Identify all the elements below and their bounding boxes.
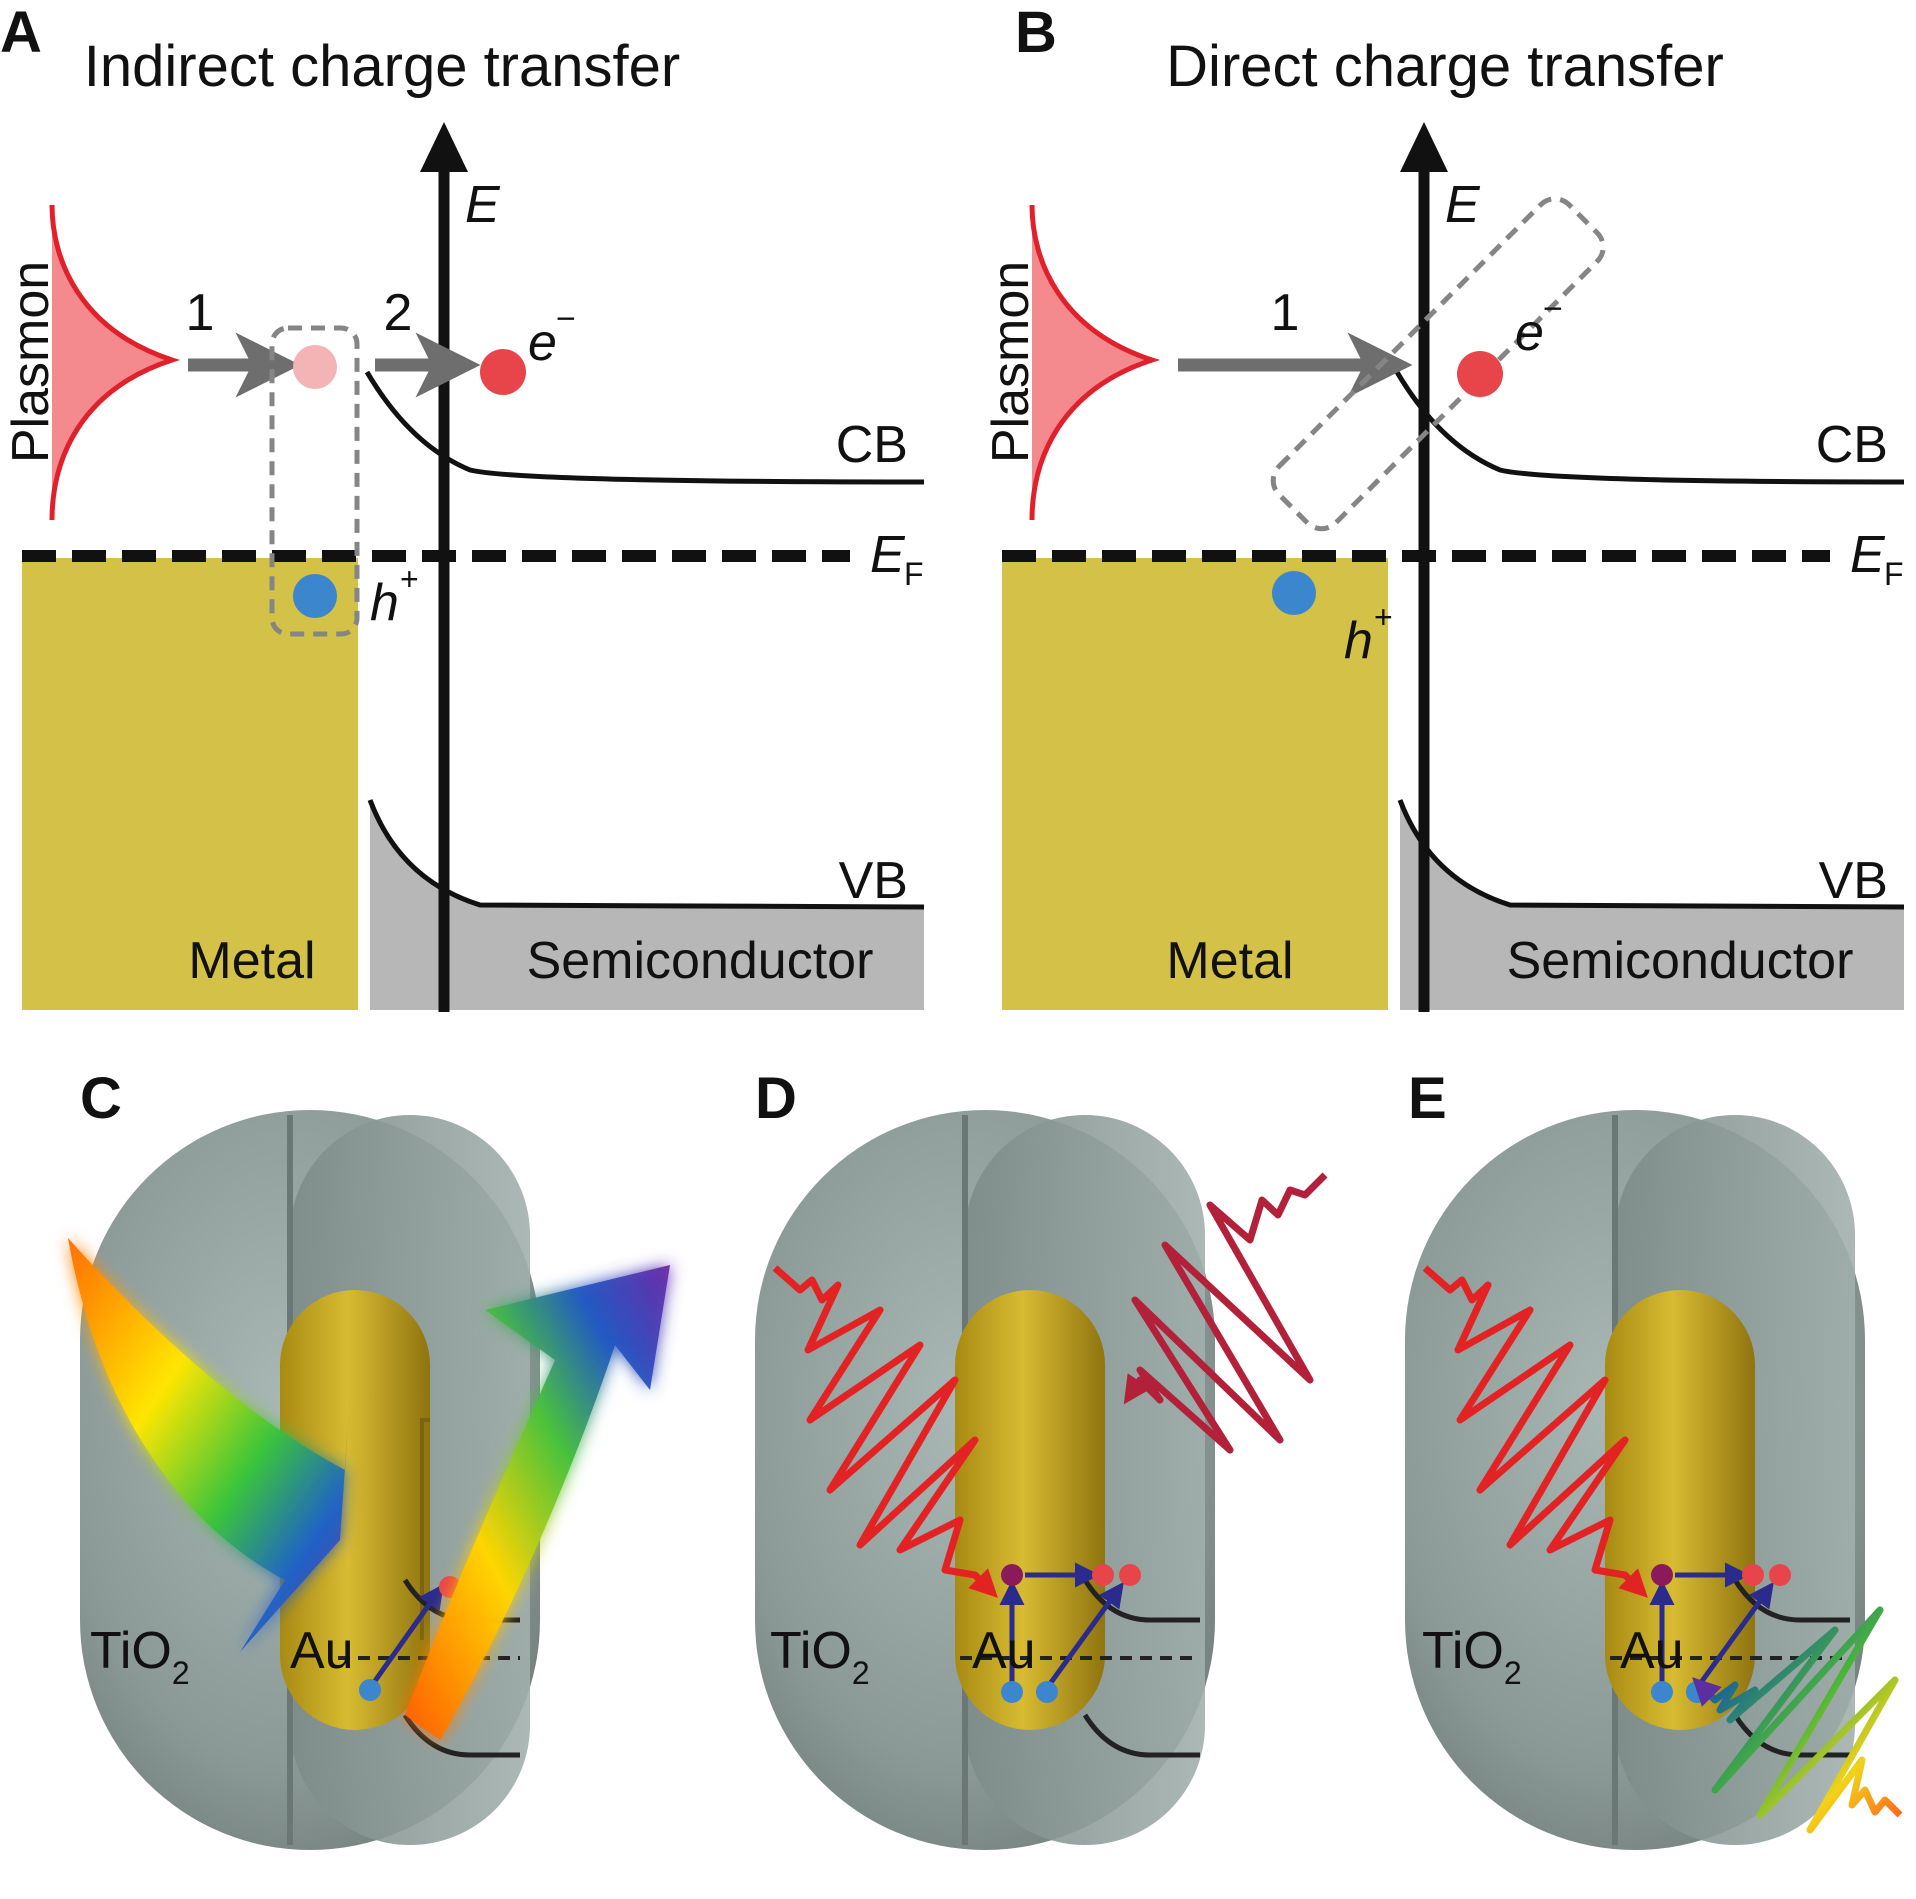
hole-sup: +: [1374, 599, 1393, 635]
energy-axis-arrowhead: [1400, 122, 1448, 172]
core-label: Au: [972, 1622, 1036, 1680]
hot-carrier-box: [269, 325, 360, 637]
panel-a-title: Indirect charge transfer: [84, 34, 680, 99]
incident-light-wave: [772, 1265, 998, 1598]
valence-band-edge: [367, 799, 925, 910]
hole-dot: [1651, 1681, 1673, 1703]
electron-dot: [1092, 1564, 1114, 1586]
metal-region: [1002, 558, 1388, 1010]
metal-label: Metal: [1166, 932, 1293, 990]
vb-label: VB: [1819, 852, 1888, 910]
electron-sup: −: [1543, 290, 1563, 328]
semiconductor-label: Semiconductor: [527, 932, 874, 990]
electron-dot: [1769, 1564, 1791, 1586]
cb-label: CB: [1816, 416, 1888, 474]
cb-inset: [1082, 1578, 1200, 1623]
panel-letter-a: A: [0, 0, 42, 65]
panel-b-title: Direct charge transfer: [1166, 34, 1724, 99]
hole-sup: +: [400, 561, 419, 597]
core-label: Au: [1620, 1622, 1684, 1680]
scattered-light-arrow: [405, 1265, 670, 1740]
incident-light-wave: [1422, 1265, 1648, 1598]
panel-letter-c: C: [80, 1066, 122, 1131]
fermi-sub: F: [904, 556, 924, 592]
hole-label: h: [1344, 612, 1373, 670]
plasmon-peak: [52, 205, 172, 520]
step-1-label: 1: [1271, 284, 1300, 342]
conduction-band-edge: [364, 370, 925, 485]
valence-band-edge: [1397, 799, 1905, 910]
step-1-label: 1: [186, 284, 215, 342]
shell-label: TiO2: [770, 1622, 870, 1691]
fermi-label: E: [870, 526, 906, 584]
panel-letter-b: B: [1015, 0, 1057, 65]
electron: [480, 349, 526, 395]
incident-light-arrow: [68, 1238, 350, 1652]
plasmon-peak-outline: [1029, 204, 1161, 521]
metal-label: Metal: [188, 932, 315, 990]
hole-dot: [1001, 1681, 1023, 1703]
plasmon-peak-outline: [49, 204, 181, 521]
direct-transition-arrow: [1044, 1581, 1124, 1690]
electron-dot: [1742, 1564, 1764, 1586]
electron: [1457, 351, 1503, 397]
energy-axis-arrowhead: [420, 122, 468, 172]
intermediate-dot: [1651, 1564, 1673, 1586]
hole: [293, 574, 337, 618]
intermediate-dot: [1001, 1564, 1023, 1586]
direct-transition-arrow: [1694, 1581, 1774, 1690]
hole: [1272, 571, 1316, 615]
panel-d: D TiO2 Au: [755, 1066, 1328, 1850]
plasmon-peak: [1032, 205, 1152, 520]
panel-letter-e: E: [1408, 1066, 1447, 1131]
panel-a: A Indirect charge transfer E Plasmon 1 2…: [0, 0, 925, 1012]
panel-c: C TiO2 Au: [68, 1066, 670, 1850]
panel-e: E TiO2 Au: [1405, 1066, 1903, 1850]
transition-arrow: [367, 1583, 444, 1690]
hole-dot: [1036, 1681, 1058, 1703]
hot-electron-faint: [293, 345, 337, 389]
electron-label: e: [528, 314, 557, 372]
cb-label: CB: [836, 416, 908, 474]
core-shell-particle: [1405, 1110, 1865, 1850]
panel-b: B Direct charge transfer E Plasmon 1 e −…: [982, 0, 1905, 1012]
panel-letter-d: D: [755, 1066, 797, 1131]
energy-axis-label: E: [1445, 176, 1481, 234]
shell-label: TiO2: [1422, 1622, 1522, 1691]
core-label: Au: [290, 1622, 354, 1680]
semiconductor-label: Semiconductor: [1507, 932, 1854, 990]
shell-label: TiO2: [90, 1622, 190, 1691]
fermi-label: E: [1850, 526, 1886, 584]
step-2-label: 2: [384, 284, 413, 342]
energy-axis-label: E: [465, 176, 501, 234]
valence-band-fill: [370, 800, 924, 1010]
fermi-sub: F: [1884, 556, 1904, 592]
plasmon-label: Plasmon: [982, 261, 1040, 463]
core-shell-particle: [755, 1110, 1215, 1850]
electron-dot: [1119, 1564, 1141, 1586]
vb-inset: [402, 1713, 520, 1758]
cb-inset: [1732, 1578, 1850, 1623]
valence-band-fill: [1400, 800, 1904, 1010]
vb-inset: [1082, 1713, 1200, 1758]
emitted-broadband-wave: [1692, 1606, 1903, 1834]
emitted-light-wave: [1123, 1172, 1328, 1454]
electron-label: e: [1515, 304, 1544, 362]
hole-dot: [359, 1679, 381, 1701]
plasmon-label: Plasmon: [2, 261, 60, 463]
electron-sup: −: [556, 300, 576, 338]
vb-label: VB: [839, 852, 908, 910]
hole-label: h: [370, 574, 399, 632]
